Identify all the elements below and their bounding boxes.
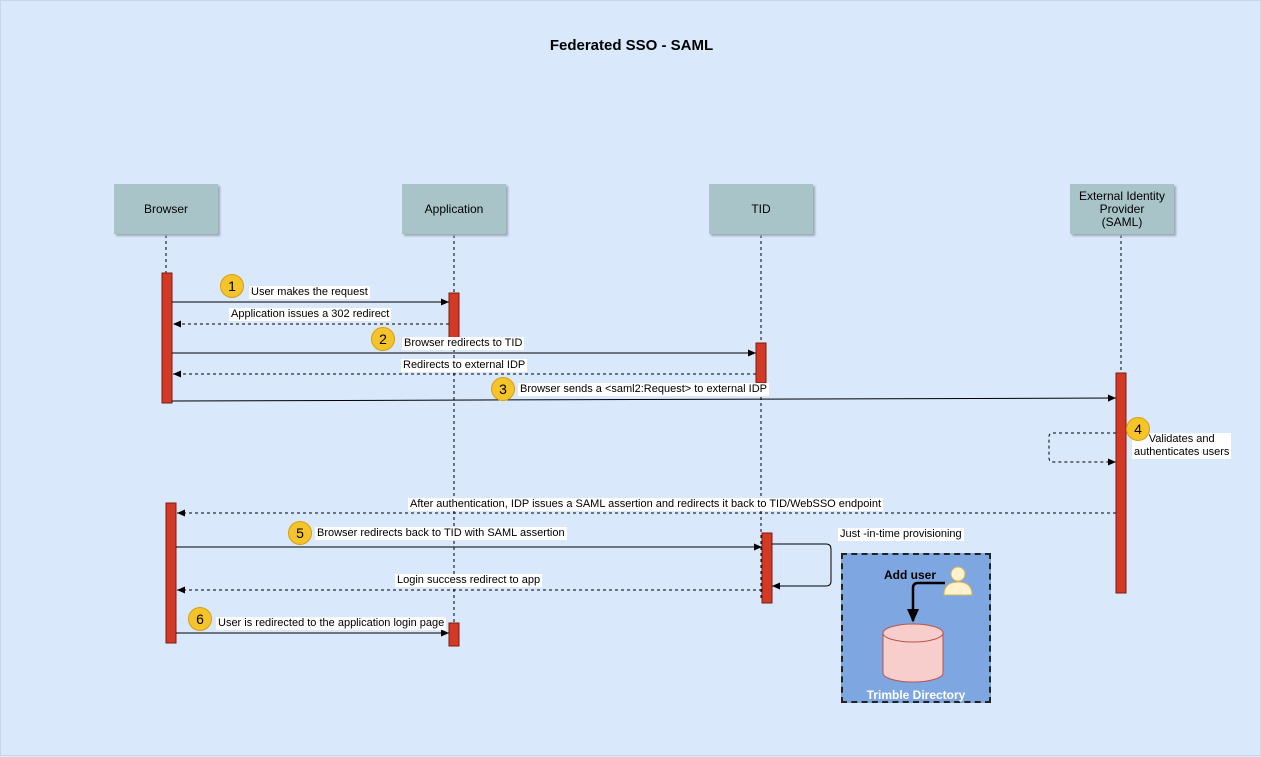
idp-activation xyxy=(1115,372,1127,594)
browser-activation-1 xyxy=(161,272,173,404)
label-user-request: User makes the request xyxy=(249,286,370,299)
application-activation-1 xyxy=(448,292,460,339)
step-badge-3: 3 xyxy=(491,377,515,401)
trimble-directory-label: Trimble Directory xyxy=(866,688,966,702)
arrow-saml-request xyxy=(171,394,1117,402)
arrow-jit-provisioning xyxy=(772,543,832,590)
label-redirect-to-tid: Browser redirects to TID xyxy=(402,337,525,350)
diagram-title: Federated SSO - SAML xyxy=(549,37,714,54)
step-badge-1: 1 xyxy=(220,274,244,298)
label-login-success: Login success redirect to app xyxy=(395,574,543,587)
actor-external-idp: External Identity Provider (SAML) xyxy=(1070,184,1174,234)
label-302-redirect: Application issues a 302 redirect xyxy=(229,308,392,321)
step-badge-6: 6 xyxy=(188,607,212,631)
application-activation-2 xyxy=(448,622,460,647)
arrow-validate-self xyxy=(1048,432,1116,466)
step-badge-2: 2 xyxy=(371,327,395,351)
label-back-to-tid: Browser redirects back to TID with SAML … xyxy=(315,527,567,540)
actor-tid: TID xyxy=(709,184,813,234)
actor-application: Application xyxy=(402,184,506,234)
tid-activation-1 xyxy=(755,342,767,384)
browser-activation-2 xyxy=(165,502,177,644)
label-saml-assertion: After authentication, IDP issues a SAML … xyxy=(408,498,884,511)
label-saml-request: Browser sends a <saml2:Request> to exter… xyxy=(518,383,770,396)
add-user-label: Add user xyxy=(884,568,937,582)
label-validates-users: Validates and authenticates users xyxy=(1132,433,1232,459)
actor-browser: Browser xyxy=(114,184,218,234)
step-badge-5: 5 xyxy=(288,521,312,545)
label-app-login-page: User is redirected to the application lo… xyxy=(216,617,447,630)
step-badge-4: 4 xyxy=(1126,417,1150,441)
label-jit-provisioning: Just -in-time provisioning xyxy=(838,528,964,541)
label-redirect-external-idp: Redirects to external IDP xyxy=(401,359,528,372)
tid-activation-2 xyxy=(761,532,773,604)
